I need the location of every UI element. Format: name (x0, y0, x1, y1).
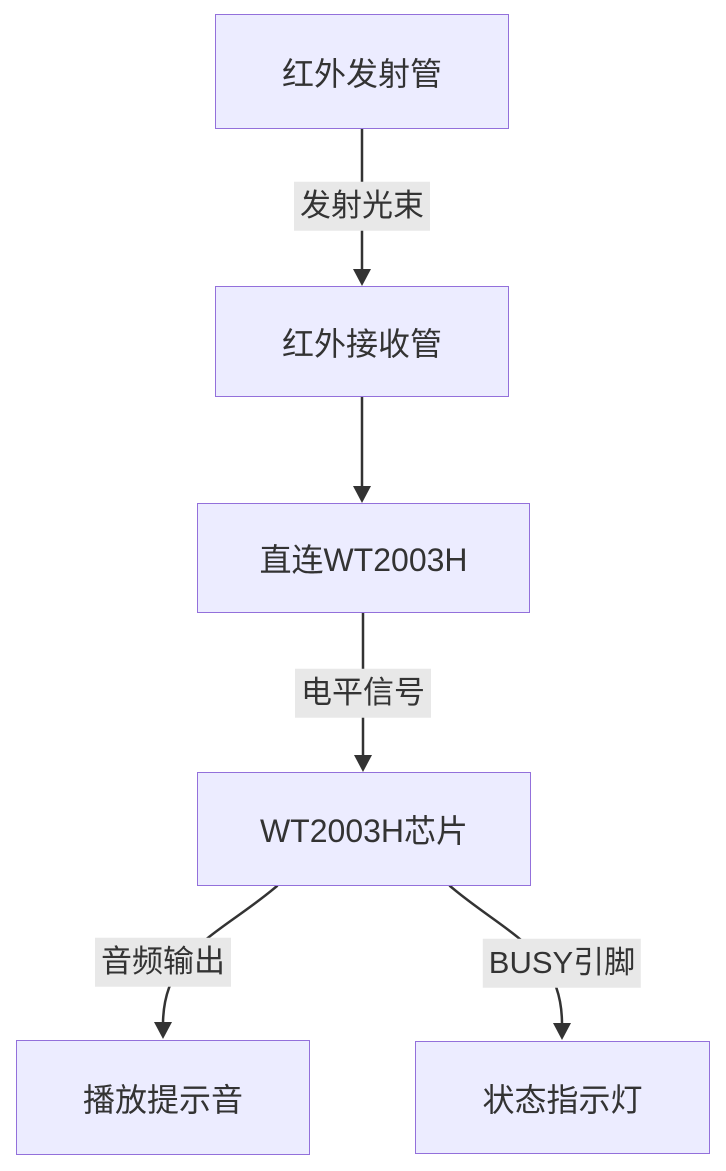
node-status-indicator-light: 状态指示灯 (415, 1041, 710, 1154)
edge-label-emit-beam: 发射光束 (294, 181, 430, 231)
arrowhead-chip (354, 755, 372, 772)
arrowhead-direct (353, 486, 371, 503)
node-infrared-emitter: 红外发射管 (215, 14, 509, 129)
node-wt2003h-chip: WT2003H芯片 (197, 772, 531, 886)
edge-label-busy-pin: BUSY引脚 (482, 938, 642, 988)
edge-label-level-signal: 电平信号 (295, 668, 431, 718)
edge-label-audio-output: 音频输出 (95, 937, 231, 987)
arrowhead-led (553, 1023, 571, 1040)
node-infrared-receiver: 红外接收管 (215, 286, 509, 397)
arrowhead-sound (154, 1022, 172, 1039)
node-play-prompt-sound: 播放提示音 (16, 1040, 310, 1155)
arrowhead-receiver (353, 269, 371, 286)
node-direct-connect-wt2003h: 直连WT2003H (197, 503, 530, 613)
